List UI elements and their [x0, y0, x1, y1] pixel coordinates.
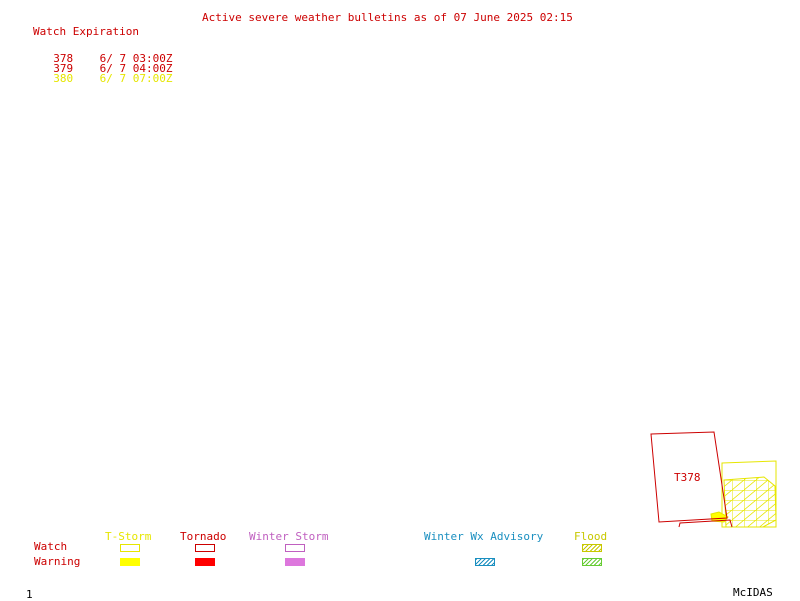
legend-label-winter-advisory: Winter Wx Advisory — [424, 530, 544, 543]
legend-swatch-winter-storm-watch — [285, 544, 305, 552]
software-label: McIDAS — [733, 586, 773, 599]
watch-expiration-item: 379 6/ 7 04:00Z — [40, 52, 172, 74]
watch-expiration-heading: Watch Expiration — [33, 25, 139, 38]
watch-time: 6/ 7 04:00Z — [99, 62, 173, 75]
tornado-watch-box-2 — [678, 519, 733, 528]
legend-label-tstorm: T-Storm — [105, 530, 152, 543]
legend-label-winter-storm: Winter Storm — [249, 530, 329, 543]
watch-box-label: T378 — [674, 471, 701, 484]
legend-row-warning: Warning — [34, 555, 81, 568]
bulletin-title: Active severe weather bulletins as of 07… — [202, 11, 573, 24]
watch-expiration-item: 378 6/ 7 03:00Z — [40, 42, 172, 64]
watch-id: 378 — [53, 52, 74, 65]
watch-id: 379 — [53, 62, 74, 75]
legend-swatch-winter-storm-warning — [285, 558, 305, 566]
watch-time: 6/ 7 03:00Z — [99, 52, 173, 65]
legend-swatch-flood-watch — [582, 544, 602, 552]
frame-number: 1 — [26, 588, 33, 601]
tornado-watch-box — [650, 431, 728, 523]
watch-expiration-item: 380 6/ 7 07:00Z — [40, 62, 172, 84]
legend-swatch-tstorm-watch — [120, 544, 140, 552]
tstorm-watch-box — [721, 460, 777, 528]
legend-label-flood: Flood — [574, 530, 608, 543]
legend-swatch-tornado-warning — [195, 558, 215, 566]
tstorm-warning-area — [710, 511, 729, 523]
watch-time: 6/ 7 07:00Z — [99, 72, 173, 85]
legend-label-tornado: Tornado — [180, 530, 227, 543]
legend-swatch-tstorm-warning — [120, 558, 140, 566]
legend-swatch-winter-advisory — [475, 558, 495, 566]
legend-row-watch: Watch — [34, 540, 68, 553]
tstorm-hatched-area — [723, 476, 777, 528]
watch-id: 380 — [53, 72, 74, 85]
legend-swatch-tornado-watch — [195, 544, 215, 552]
legend-swatch-flood-warning — [582, 558, 602, 566]
